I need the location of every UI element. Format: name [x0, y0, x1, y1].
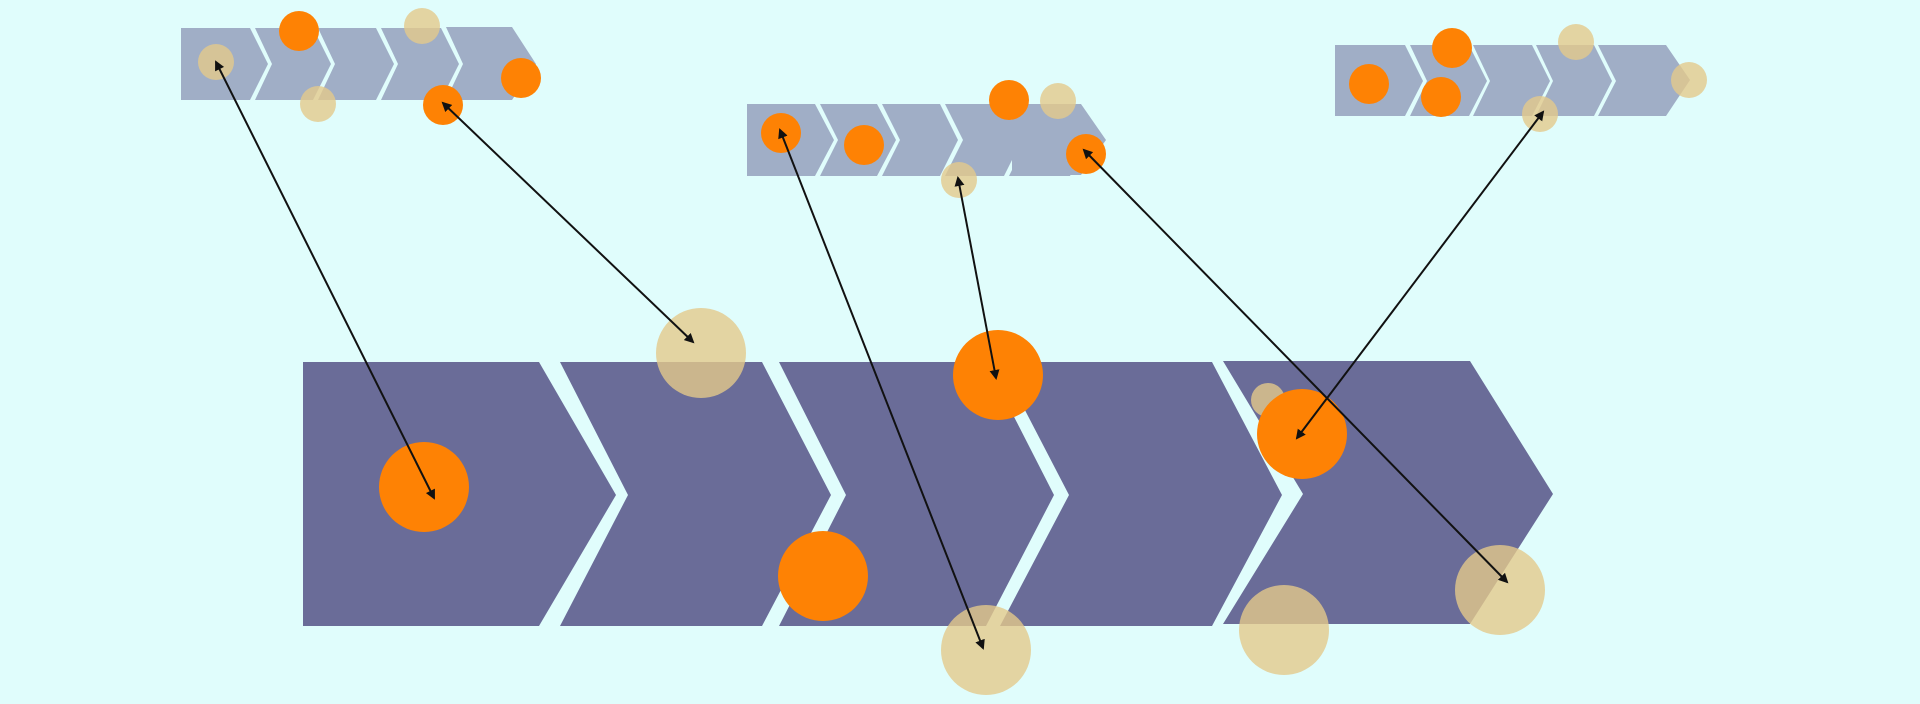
double-arrow: [1295, 110, 1545, 440]
double-arrow: [778, 128, 985, 650]
double-arrow: [954, 176, 1000, 380]
large-chevron-flow: [303, 361, 1553, 626]
small-chevron-5: [1598, 45, 1690, 116]
orange-dot: [1066, 134, 1106, 174]
orange-dot: [501, 58, 541, 98]
orange-dot: [1432, 28, 1472, 68]
small-chevron-4: [1536, 45, 1612, 116]
orange-dot: [279, 11, 319, 51]
orange-dot: [1257, 389, 1347, 479]
double-arrow: [215, 60, 435, 500]
tan-dot: [1040, 83, 1076, 119]
small-chevron-3: [1473, 45, 1550, 116]
tan-dot: [404, 8, 440, 44]
orange-dot: [844, 125, 884, 165]
tan-dot: [300, 86, 336, 122]
orange-dot: [1349, 64, 1389, 104]
tan-dot: [656, 308, 746, 398]
tan-dot: [941, 605, 1031, 695]
tan-dot: [1239, 585, 1329, 675]
tan-dot: [1522, 96, 1558, 132]
orange-dot: [379, 442, 469, 532]
small-chevron-flow-top-left: [181, 27, 536, 100]
large-chevron-2: [560, 362, 831, 626]
orange-dot: [953, 330, 1043, 420]
tan-dot: [1671, 62, 1707, 98]
double-arrow: [1082, 148, 1509, 584]
orange-dot: [989, 80, 1029, 120]
double-arrow: [441, 101, 695, 344]
orange-dot: [423, 85, 463, 125]
tan-dot: [1558, 24, 1594, 60]
orange-dot: [1421, 77, 1461, 117]
orange-dot: [778, 531, 868, 621]
tan-dot: [1455, 545, 1545, 635]
arrows-layer: [215, 60, 1545, 650]
